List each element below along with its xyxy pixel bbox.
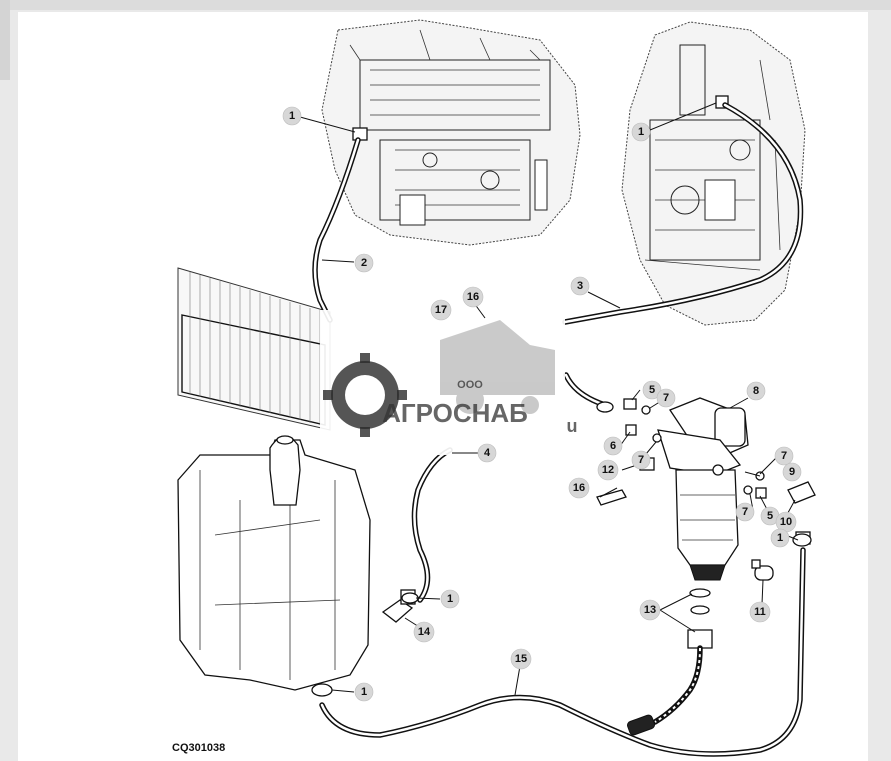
callout-7-right-bottom: 7 — [735, 502, 755, 522]
svg-text:15: 15 — [515, 653, 527, 665]
callout-1-pickup: 1 — [440, 589, 460, 609]
svg-text:1: 1 — [447, 593, 453, 605]
callout-1-filter-right: 1 — [770, 528, 790, 548]
callout-15: 15 — [510, 648, 532, 670]
svg-text:11: 11 — [754, 606, 766, 618]
callout-17: 17 — [430, 299, 452, 321]
svg-text:16: 16 — [467, 291, 479, 303]
callout-9: 9 — [782, 462, 802, 482]
svg-text:5: 5 — [767, 510, 773, 522]
callout-1-top-right: 1 — [631, 122, 651, 142]
callout-16-bottom: 16 — [568, 477, 590, 499]
figure-code: CQ301038 — [172, 742, 225, 754]
svg-text:1: 1 — [777, 532, 783, 544]
callout-5-top: 5 — [642, 380, 662, 400]
left-strip — [0, 0, 10, 80]
svg-text:12: 12 — [602, 464, 614, 476]
callout-1-tank: 1 — [354, 682, 374, 702]
callout-3: 3 — [570, 276, 590, 296]
water-separator-13 — [627, 588, 713, 736]
callout-11: 11 — [749, 601, 771, 623]
svg-text:7: 7 — [781, 450, 787, 462]
callout-2: 2 — [354, 253, 374, 273]
svg-text:7: 7 — [638, 454, 644, 466]
callout-8: 8 — [746, 381, 766, 401]
radiator-illustration — [177, 267, 331, 431]
svg-text:16: 16 — [573, 482, 585, 494]
svg-text:5: 5 — [649, 384, 655, 396]
callout-7-top: 7 — [656, 388, 676, 408]
callout-12: 12 — [597, 459, 619, 481]
watermark-company-name: АГРОСНАБ — [382, 398, 528, 428]
callout-6: 6 — [603, 436, 623, 456]
callout-1-top-left: 1 — [282, 106, 302, 126]
svg-text:2: 2 — [361, 257, 367, 269]
callout-7-middle: 7 — [631, 450, 651, 470]
fuel-filter-assembly — [657, 397, 749, 581]
watermark-suffix: u — [567, 416, 578, 436]
watermark-company-prefix: ООО — [457, 379, 483, 391]
svg-text:7: 7 — [742, 506, 748, 518]
svg-text:13: 13 — [644, 604, 656, 616]
harvester-logo-icon — [440, 320, 555, 414]
svg-text:14: 14 — [418, 626, 431, 638]
svg-text:3: 3 — [577, 280, 583, 292]
fuel-tank-illustration — [177, 435, 371, 691]
svg-text:1: 1 — [289, 110, 295, 122]
svg-text:7: 7 — [663, 392, 669, 404]
callout-4: 4 — [477, 443, 497, 463]
svg-text:10: 10 — [780, 516, 792, 528]
callout-14: 14 — [413, 621, 435, 643]
svg-text:6: 6 — [610, 440, 616, 452]
svg-text:9: 9 — [789, 466, 795, 478]
top-strip — [0, 0, 891, 10]
fuel-lines — [311, 102, 812, 757]
gear-logo-icon — [323, 353, 407, 437]
agrosnab-watermark: ООО АГРОСНАБ u — [320, 310, 578, 455]
engine-left-illustration — [321, 19, 581, 246]
svg-text:4: 4 — [484, 447, 491, 459]
callout-16-top: 16 — [462, 286, 484, 308]
svg-text:1: 1 — [638, 126, 644, 138]
callout-7-right-top: 7 — [774, 446, 794, 466]
svg-text:17: 17 — [435, 304, 447, 316]
callout-10: 10 — [775, 511, 797, 533]
engine-right-illustration — [621, 21, 806, 326]
svg-text:1: 1 — [361, 686, 367, 698]
svg-text:8: 8 — [753, 385, 759, 397]
callout-13: 13 — [639, 599, 661, 621]
